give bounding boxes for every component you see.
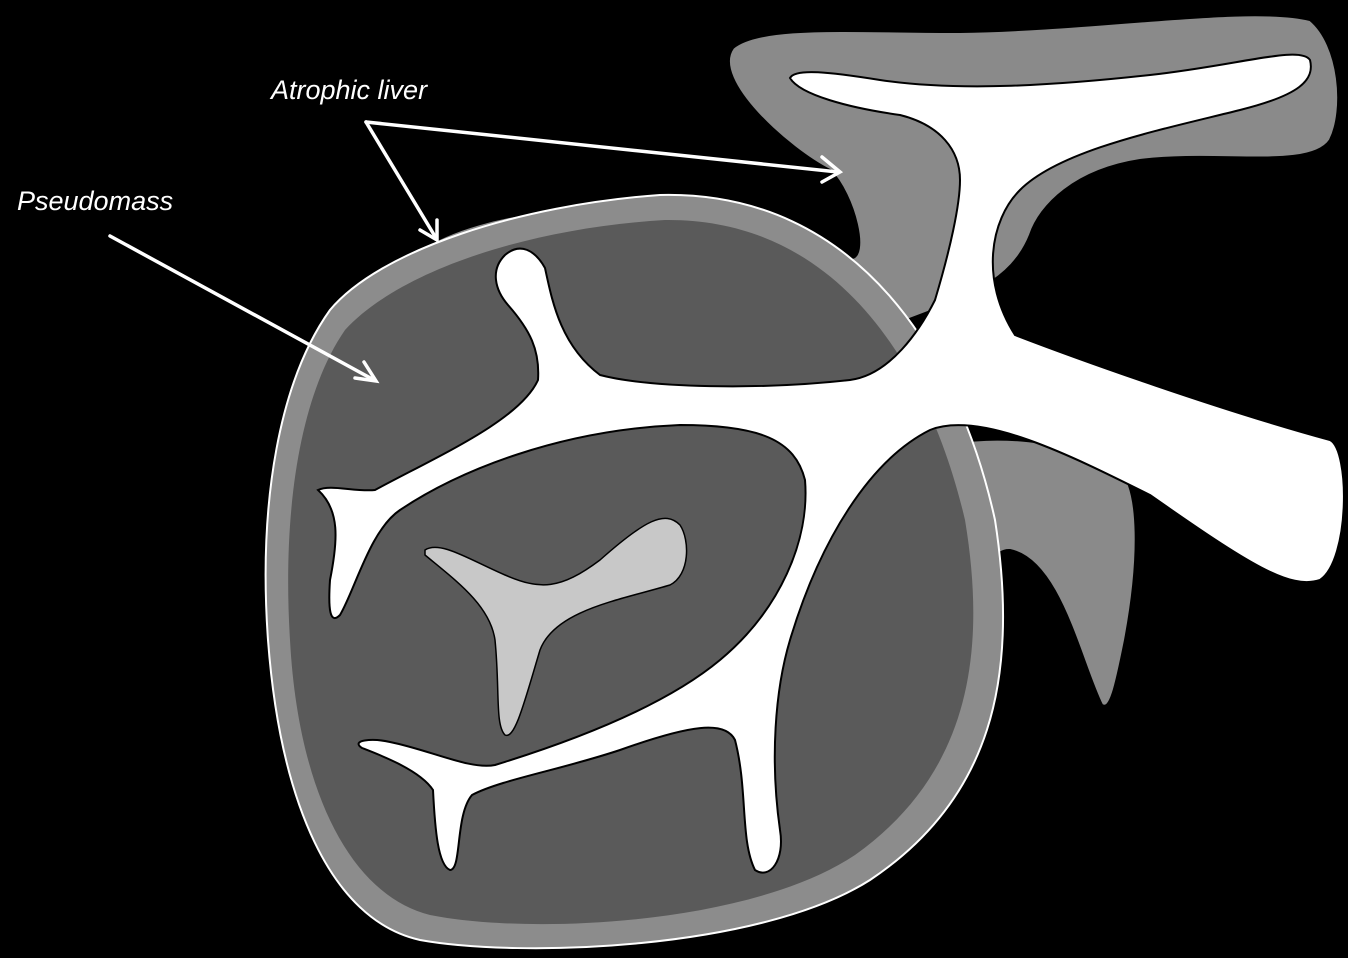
arrow-atrophic-to-lobe bbox=[366, 122, 838, 172]
label-atrophic-liver: Atrophic liver bbox=[271, 77, 427, 104]
arrow-atrophic-to-rim bbox=[366, 122, 436, 238]
label-pseudomass: Pseudomass bbox=[17, 188, 173, 215]
